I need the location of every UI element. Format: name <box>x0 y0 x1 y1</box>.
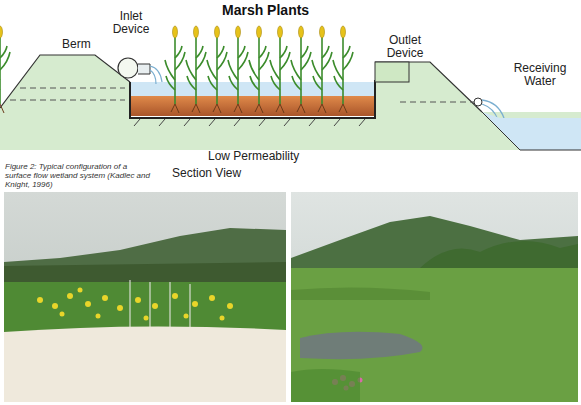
marsh-plants <box>0 26 353 113</box>
part-label: Section View <box>172 167 241 180</box>
inlet-spout <box>138 64 150 74</box>
outlet-box <box>375 62 409 82</box>
pipe-dash <box>10 100 125 101</box>
outlet-pipe <box>400 102 476 103</box>
soil-layer <box>130 96 375 116</box>
diagram-title: Marsh Plants <box>222 2 309 18</box>
pond-outline <box>482 112 581 150</box>
earth-fill <box>0 55 581 150</box>
pipe-dash <box>20 88 125 89</box>
photo-left <box>4 192 286 402</box>
inlet-flow <box>150 66 162 84</box>
outlet-end <box>474 98 482 106</box>
receiving-pond <box>482 112 581 150</box>
part-label: Low Permeability <box>208 150 299 163</box>
part-label: Receiving Water <box>505 62 575 88</box>
inlet-pipe <box>118 58 138 78</box>
figure-caption: Figure 2: Typical configuration of a sur… <box>5 162 155 189</box>
part-label: Inlet Device <box>108 10 154 36</box>
photo-right <box>291 192 578 402</box>
part-label: Outlet Device <box>380 34 430 60</box>
part-label: Berm <box>62 38 91 51</box>
liner-hatch <box>134 119 365 126</box>
